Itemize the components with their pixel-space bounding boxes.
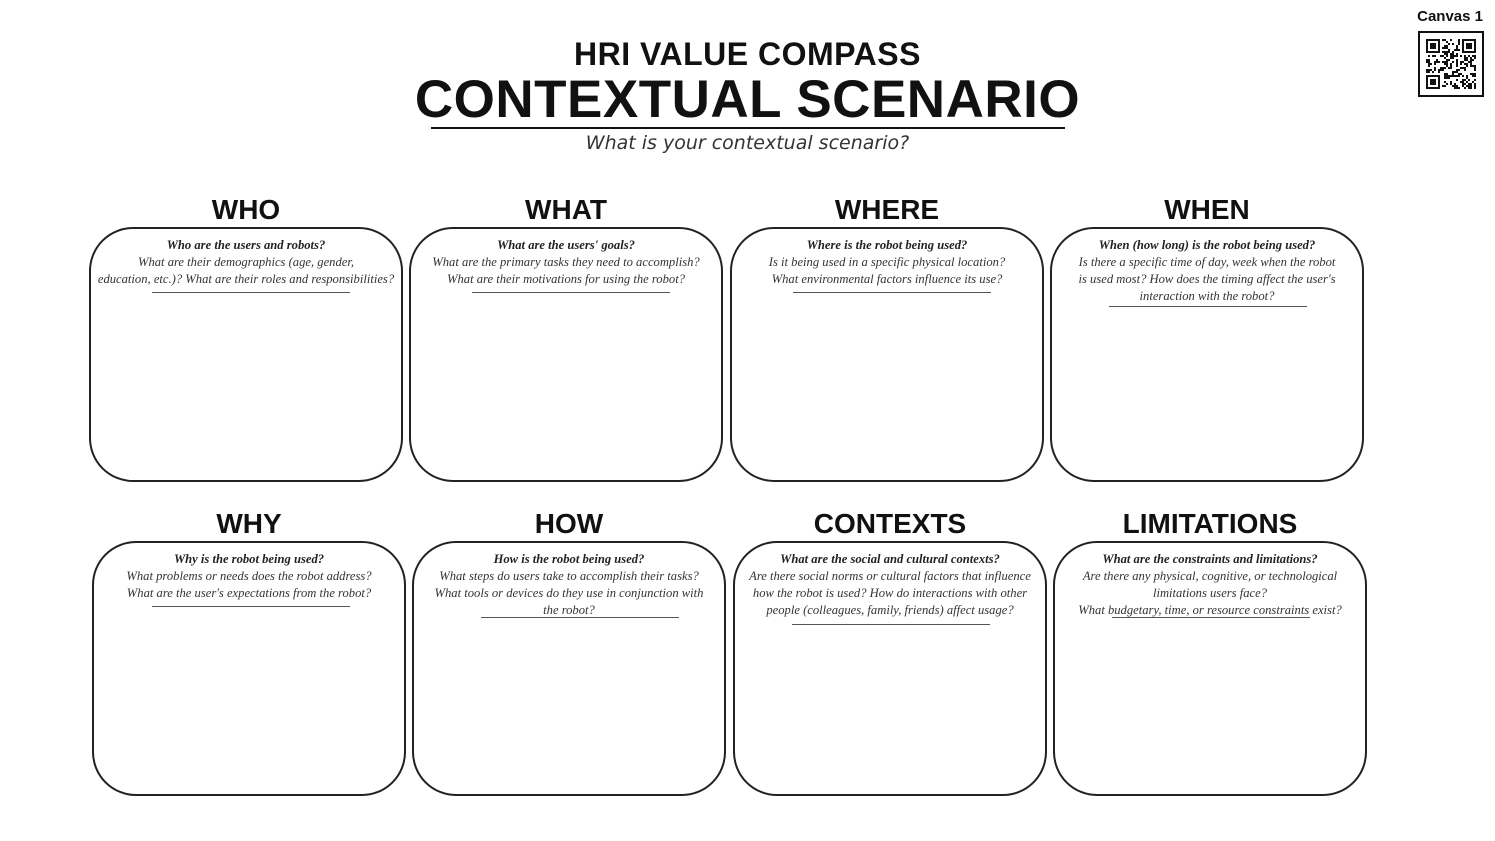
card-question: Why is the robot being used? (173, 552, 325, 566)
card-line: how the robot is used? How do interactio… (752, 586, 1028, 600)
card-prompt: When (how long) is the robot being used?… (1052, 237, 1362, 305)
card-where[interactable]: Where is the robot being used? Is it bei… (730, 227, 1044, 482)
card-line: limitations users face? (1152, 586, 1268, 600)
card-prompt: Who are the users and robots? What are t… (91, 237, 401, 288)
card-line: What steps do users take to accomplish t… (439, 569, 699, 583)
card-divider (1109, 306, 1307, 307)
card-divider (792, 624, 990, 625)
card-line: Is it being used in a specific physical … (768, 255, 1006, 269)
canvas-label: Canvas 1 (1417, 8, 1483, 25)
card-question: Where is the robot being used? (806, 238, 968, 252)
card-divider (1112, 617, 1310, 618)
scenario-prompt: What is your contextual scenario? (585, 132, 910, 154)
card-prompt: What are the social and cultural context… (735, 551, 1045, 619)
card-line: Are there any physical, cognitive, or te… (1082, 569, 1338, 583)
section-title-how: HOW (534, 508, 604, 539)
section-title-what: WHAT (525, 194, 607, 225)
card-prompt: How is the robot being used? What steps … (414, 551, 724, 619)
card-divider (481, 617, 679, 618)
card-line: interaction with the robot? (1139, 289, 1275, 303)
card-divider (152, 292, 350, 293)
card-limitations[interactable]: What are the constraints and limitations… (1053, 541, 1367, 796)
card-line: people (colleagues, family, friends) aff… (766, 603, 1014, 617)
card-why[interactable]: Why is the robot being used? What proble… (92, 541, 406, 796)
card-question: When (how long) is the robot being used? (1098, 238, 1316, 252)
qr-code-icon (1418, 31, 1484, 97)
card-who[interactable]: Who are the users and robots? What are t… (89, 227, 403, 482)
card-question: Who are the users and robots? (166, 238, 326, 252)
card-prompt: Where is the robot being used? Is it bei… (732, 237, 1042, 288)
section-title-limitations: LIMITATIONS (1122, 508, 1298, 539)
card-divider (152, 606, 350, 607)
card-question: What are the constraints and limitations… (1102, 552, 1318, 566)
card-contexts[interactable]: What are the social and cultural context… (733, 541, 1047, 796)
card-line: is used most? How does the timing affect… (1078, 272, 1336, 286)
section-title-when: WHEN (1164, 194, 1250, 225)
section-title-who: WHO (211, 194, 281, 225)
card-line: What are the user's expectations from th… (126, 586, 372, 600)
card-question: What are the users' goals? (497, 238, 635, 252)
card-line: the robot? (543, 603, 595, 617)
card-when[interactable]: When (how long) is the robot being used?… (1050, 227, 1364, 482)
card-line: What budgetary, time, or resource constr… (1078, 603, 1342, 617)
section-title-contexts: CONTEXTS (813, 508, 967, 539)
card-line: What environmental factors influence its… (771, 272, 1003, 286)
card-prompt: What are the constraints and limitations… (1055, 551, 1365, 619)
card-line: Is there a specific time of day, week wh… (1078, 255, 1336, 269)
card-line: education, etc.)? What are their roles a… (97, 272, 395, 286)
card-what[interactable]: What are the users' goals? What are the … (409, 227, 723, 482)
card-question: What are the social and cultural context… (780, 552, 1000, 566)
section-title-where: WHERE (834, 194, 940, 225)
card-line: What are their motivations for using the… (447, 272, 685, 286)
section-title-why: WHY (216, 508, 282, 539)
card-line: What are the primary tasks they need to … (432, 255, 700, 269)
card-divider (472, 292, 670, 293)
card-how[interactable]: How is the robot being used? What steps … (412, 541, 726, 796)
card-line: What problems or needs does the robot ad… (126, 569, 372, 583)
card-question: How is the robot being used? (493, 552, 645, 566)
page-title: CONTEXTUAL SCENARIO (414, 70, 1081, 129)
card-line: What are their demographics (age, gender… (137, 255, 355, 269)
card-prompt: Why is the robot being used? What proble… (94, 551, 404, 602)
header-subtitle: HRI VALUE COMPASS (574, 36, 921, 72)
card-divider (793, 292, 991, 293)
card-line: Are there social norms or cultural facto… (749, 569, 1031, 583)
title-underline (431, 127, 1065, 129)
card-prompt: What are the users' goals? What are the … (411, 237, 721, 288)
card-line: What tools or devices do they use in con… (434, 586, 704, 600)
